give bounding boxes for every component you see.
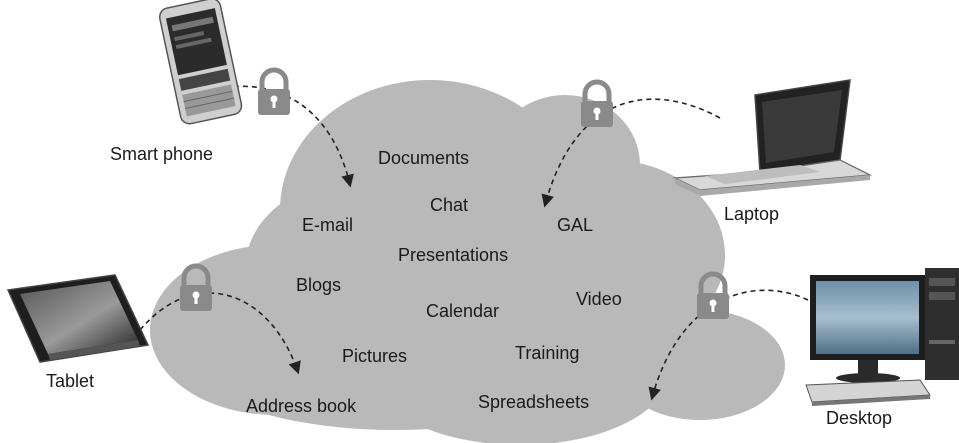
padlock-icon bbox=[697, 271, 729, 319]
device-label-laptop: Laptop bbox=[724, 204, 780, 224]
device-label-desktop: Desktop bbox=[826, 408, 893, 428]
desktop-icon bbox=[805, 268, 959, 406]
service-spreadsheets: Spreadsheets bbox=[478, 392, 590, 412]
connector-tablet bbox=[139, 292, 301, 375]
service-chat: Chat bbox=[430, 195, 469, 215]
padlock-icon bbox=[581, 79, 613, 127]
laptop-icon bbox=[672, 79, 873, 196]
padlock-icon bbox=[180, 263, 212, 311]
service-presentations: Presentations bbox=[398, 245, 509, 265]
smartphone-icon bbox=[158, 0, 243, 125]
service-blogs: Blogs bbox=[296, 275, 342, 295]
tablet-icon bbox=[6, 274, 150, 363]
service-pictures: Pictures bbox=[342, 346, 408, 366]
service-calendar: Calendar bbox=[426, 301, 500, 321]
service-video: Video bbox=[576, 289, 622, 309]
service-gal: GAL bbox=[557, 215, 594, 235]
connector-smartphone bbox=[224, 85, 354, 188]
service-documents: Documents bbox=[378, 148, 470, 168]
service-email: E-mail bbox=[302, 215, 354, 235]
cloud-shape bbox=[150, 80, 785, 443]
connector-laptop bbox=[541, 98, 721, 208]
service-training: Training bbox=[515, 343, 580, 363]
service-address-book: Address book bbox=[246, 396, 357, 416]
padlock-icon bbox=[258, 67, 290, 115]
device-label-smartphone: Smart phone bbox=[110, 144, 214, 164]
device-label-tablet: Tablet bbox=[46, 371, 95, 391]
